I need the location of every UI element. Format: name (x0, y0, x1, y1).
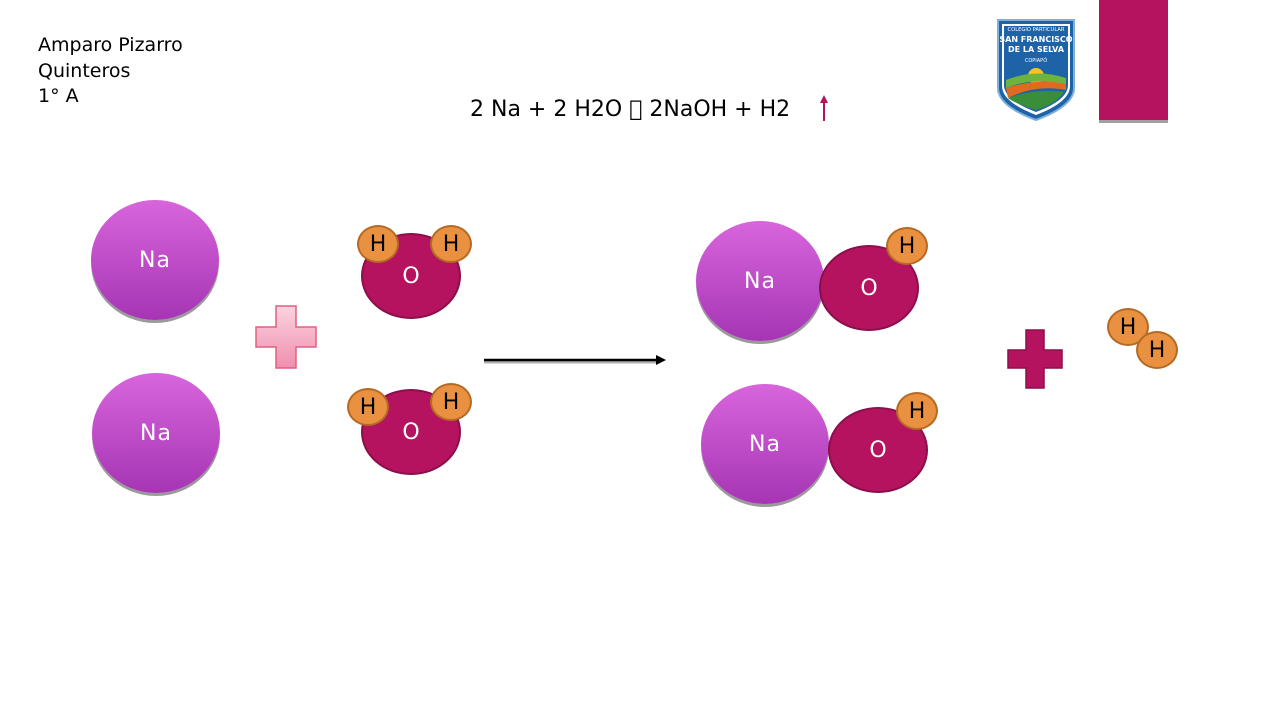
logo-text-line2: SAN FRANCISCO (999, 35, 1072, 44)
gas-release-arrow-icon (820, 95, 828, 121)
logo-text-line1: COLEGIO PARTICULAR (1007, 27, 1064, 33)
plus-icon (1007, 329, 1063, 389)
school-logo: COLEGIO PARTICULAR SAN FRANCISCO DE LA S… (997, 19, 1075, 122)
oxygen-label: O (869, 437, 887, 463)
oxygen-label: O (402, 419, 420, 445)
hydrogen-atom: H (347, 388, 389, 426)
sodium-atom: Na (92, 373, 220, 493)
oxygen-label: O (402, 263, 420, 289)
sodium-atom: Na (696, 221, 824, 341)
hydrogen-atom: H (886, 227, 928, 265)
hydrogen-atom: H (430, 225, 472, 263)
sodium-label: Na (139, 247, 171, 273)
accent-bar (1099, 0, 1168, 123)
reaction-arrow-icon (484, 355, 666, 365)
logo-text-line3: DE LA SELVA (1008, 45, 1065, 54)
oxygen-label: O (860, 275, 878, 301)
hydrogen-label: H (908, 398, 926, 424)
sodium-atom: Na (91, 200, 219, 320)
hydrogen-label: H (898, 233, 916, 259)
reaction-equation: 2 Na + 2 H2O   2NaOH + H2 (470, 97, 791, 122)
hydrogen-atom: H (1107, 308, 1149, 346)
hydrogen-label: H (369, 231, 387, 257)
hydrogen-atom: H (1136, 331, 1178, 369)
hydrogen-atom: H (896, 392, 938, 430)
hydrogen-label: H (442, 231, 460, 257)
author-block: Amparo Pizarro Quinteros 1° A (38, 33, 183, 110)
hydrogen-atom: H (357, 225, 399, 263)
hydrogen-label: H (359, 394, 377, 420)
sodium-label: Na (140, 420, 172, 446)
sodium-label: Na (749, 431, 781, 457)
author-name-line2: Quinteros (38, 59, 131, 82)
hydrogen-label: H (1148, 337, 1166, 363)
author-class: 1° A (38, 85, 79, 107)
sodium-atom: Na (701, 384, 829, 504)
plus-icon (255, 305, 317, 369)
hydrogen-label: H (442, 389, 460, 415)
author-name-line1: Amparo Pizarro (38, 34, 183, 56)
hydrogen-label: H (1119, 314, 1137, 340)
hydrogen-atom: H (430, 383, 472, 421)
logo-text-line4: COPIAPÓ (1025, 57, 1047, 64)
sodium-label: Na (744, 268, 776, 294)
